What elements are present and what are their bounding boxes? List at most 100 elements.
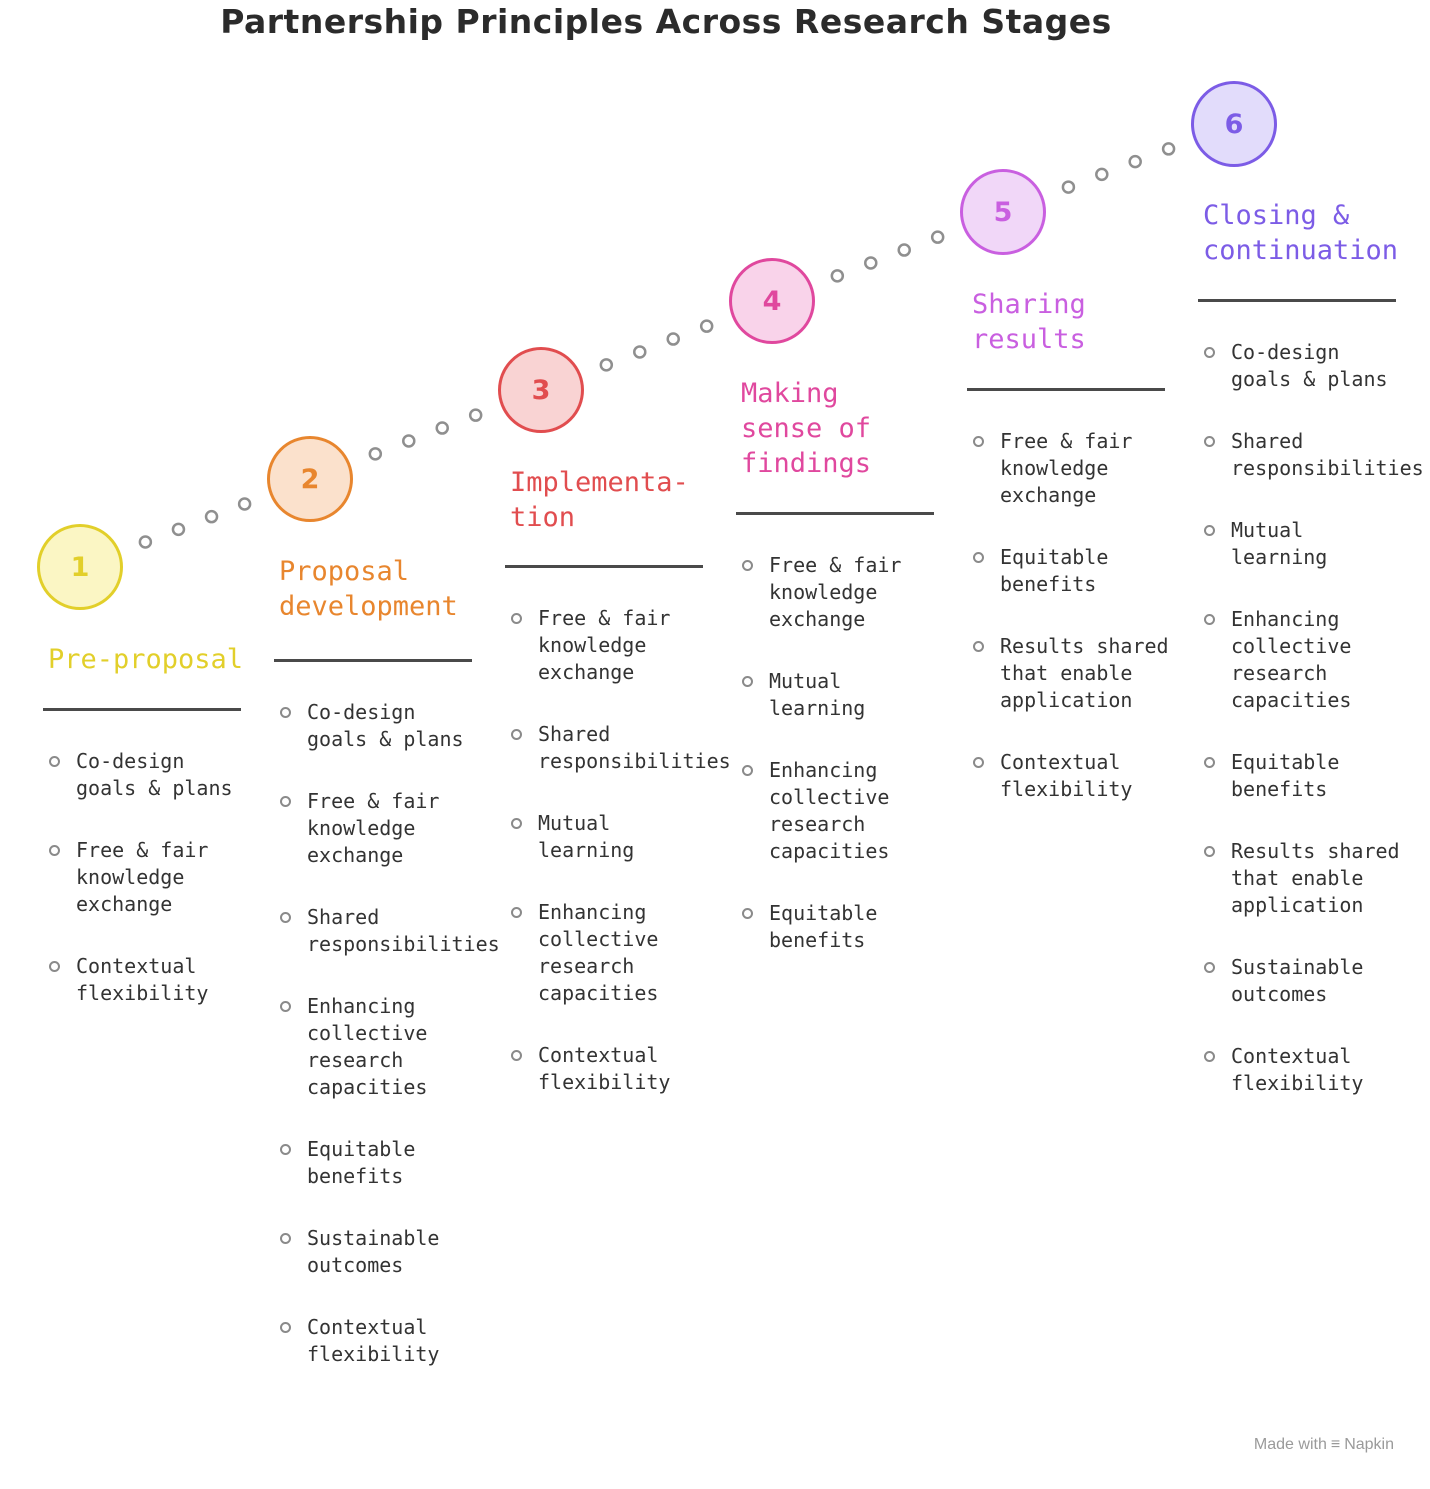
footer-label: Made with [1253, 1436, 1327, 1453]
stage-1-title: Pre-proposal [48, 644, 244, 675]
bullet-circle-icon [742, 676, 753, 687]
list-item: Results shared that enable application [1200, 838, 1400, 919]
principle-label: Equitable benefits [769, 901, 878, 952]
connector-dot [699, 319, 714, 333]
bullet-circle-icon [511, 729, 522, 740]
list-item: Shared responsibilities [507, 721, 731, 775]
list-item: Enhancing collective research capacities [1200, 606, 1400, 714]
principle-label: Free & fair knowledge exchange [769, 553, 902, 631]
connector-dot [237, 497, 252, 511]
list-item: Free & fair knowledge exchange [969, 428, 1169, 509]
principle-label: Contextual flexibility [538, 1043, 671, 1094]
stage-5-title: Sharing results [972, 289, 1086, 355]
connector-dot [171, 522, 186, 537]
stage-3-divider [505, 565, 703, 568]
principle-label: Shared responsibilities [1231, 429, 1424, 480]
list-item: Contextual flexibility [1200, 1043, 1400, 1097]
stage-3-title: Implementa- tion [510, 467, 689, 533]
stage-6-divider [1198, 299, 1396, 302]
bullet-circle-icon [49, 961, 60, 972]
connector-dot [930, 230, 945, 244]
principle-label: Shared responsibilities [538, 722, 731, 773]
stage-5-number-circle: 5 [960, 169, 1046, 255]
bullet-circle-icon [511, 613, 522, 624]
list-item: Mutual learning [738, 668, 938, 722]
list-item: Equitable benefits [1200, 749, 1400, 803]
principle-label: Free & fair knowledge exchange [76, 838, 209, 916]
list-item: Sustainable outcomes [1200, 954, 1400, 1008]
principle-label: Equitable benefits [307, 1137, 416, 1188]
stage-4-title: Making sense of findings [741, 378, 872, 479]
bullet-circle-icon [280, 796, 291, 807]
bullet-circle-icon [742, 560, 753, 571]
stage-6-number-circle: 6 [1191, 81, 1277, 167]
footer-attribution: Made with ≡ Napkin [1254, 1436, 1394, 1454]
bullet-circle-icon [742, 908, 753, 919]
bullet-circle-icon [1204, 757, 1215, 768]
list-item: Free & fair knowledge exchange [738, 552, 938, 633]
stage-5-divider [967, 388, 1165, 391]
connector-dot [864, 256, 878, 270]
list-item: Mutual learning [1200, 517, 1400, 571]
list-item: Free & fair knowledge exchange [507, 605, 707, 686]
stage-1-number-circle: 1 [37, 524, 123, 610]
list-item: Sustainable outcomes [276, 1225, 476, 1279]
principle-label: Contextual flexibility [1000, 750, 1133, 801]
bullet-circle-icon [511, 1050, 522, 1061]
list-item: Shared responsibilities [276, 904, 500, 958]
stage-2-title: Proposal development [279, 556, 458, 622]
principle-label: Co-design goals & plans [76, 749, 233, 800]
principle-label: Enhancing collective research capacities [1231, 607, 1352, 712]
principle-label: Enhancing collective research capacities [307, 994, 428, 1099]
principle-label: Mutual learning [769, 669, 866, 720]
stage-2-divider [274, 659, 472, 662]
connector-dot [1161, 142, 1176, 156]
connector-dot [1128, 154, 1142, 169]
principle-label: Contextual flexibility [1231, 1044, 1364, 1095]
stage-3-number-circle: 3 [498, 347, 584, 433]
bullet-circle-icon [280, 1322, 291, 1333]
connector-dot [599, 358, 614, 372]
connector-dot [830, 269, 845, 283]
connector-dot [666, 332, 680, 346]
connector-dot [368, 447, 383, 461]
bullet-circle-icon [280, 1233, 291, 1244]
connector-dot [897, 243, 911, 257]
list-item: Contextual flexibility [969, 749, 1169, 803]
list-item: Enhancing collective research capacities [738, 757, 938, 865]
principle-label: Equitable benefits [1231, 750, 1340, 801]
list-item: Contextual flexibility [45, 953, 245, 1007]
stage-6-title: Closing & continuation [1203, 200, 1399, 266]
diagram-title: Partnership Principles Across Research S… [220, 2, 1112, 41]
bullet-circle-icon [280, 707, 291, 718]
bullet-circle-icon [973, 641, 984, 652]
bullet-circle-icon [742, 765, 753, 776]
principle-label: Sustainable outcomes [1231, 955, 1364, 1006]
bullet-circle-icon [511, 907, 522, 918]
principle-label: Co-design goals & plans [307, 700, 464, 751]
bullet-circle-icon [973, 436, 984, 447]
principle-label: Contextual flexibility [307, 1315, 440, 1366]
principle-label: Enhancing collective research capacities [769, 758, 890, 863]
principle-label: Free & fair knowledge exchange [307, 789, 440, 867]
stage-2-number-circle: 2 [267, 436, 353, 522]
list-item: Free & fair knowledge exchange [276, 788, 476, 869]
bullet-circle-icon [49, 756, 60, 767]
principle-label: Shared responsibilities [307, 905, 500, 956]
principle-label: Mutual learning [538, 811, 635, 862]
connector-dot [1061, 180, 1076, 194]
stage-4-divider [736, 512, 934, 515]
footer-brand: Napkin [1344, 1436, 1394, 1453]
list-item: Contextual flexibility [276, 1314, 476, 1368]
napkin-logo-icon: ≡ [1330, 1436, 1341, 1453]
list-item: Co-design goals & plans [1200, 339, 1400, 393]
list-item: Equitable benefits [276, 1136, 476, 1190]
connector-dot [633, 345, 647, 359]
principle-label: Results shared that enable application [1231, 839, 1400, 917]
list-item: Shared responsibilities [1200, 428, 1424, 482]
